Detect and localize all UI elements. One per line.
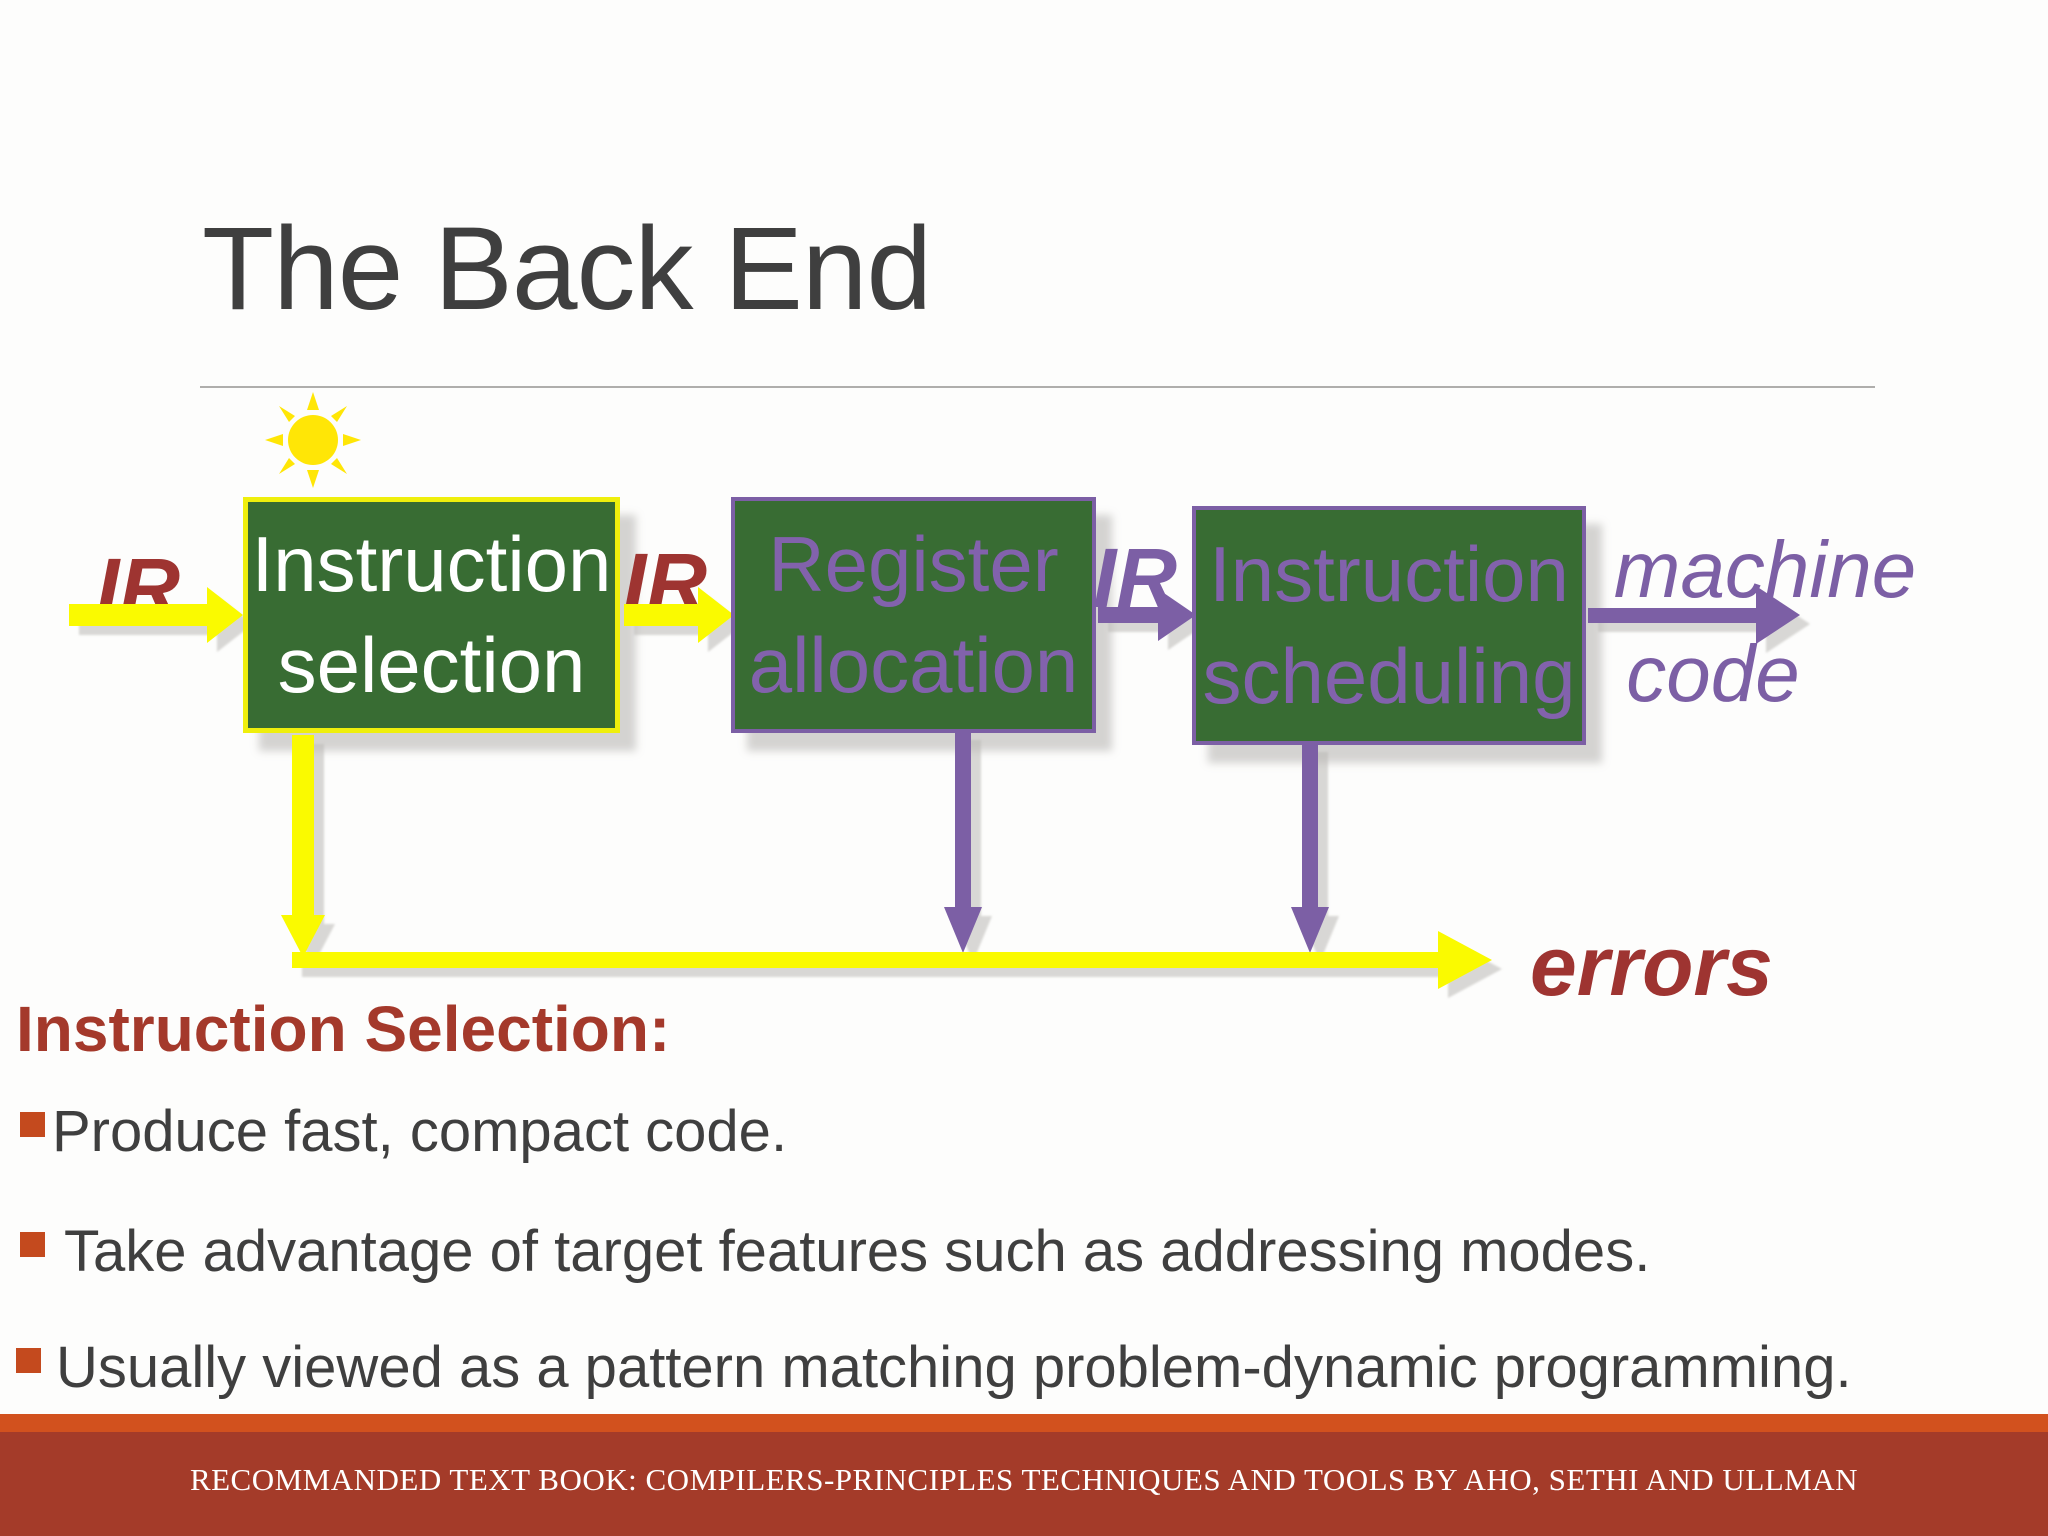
footer-accent-strip: [0, 1414, 2048, 1432]
bullet-square-icon: [20, 1112, 45, 1137]
box-instruction-selection-line2: selection: [277, 621, 586, 709]
box-instruction-selection: Instruction selection: [243, 497, 620, 733]
box-instruction-scheduling-line2: scheduling: [1202, 631, 1576, 720]
bullet-item-3: Usually viewed as a pattern matching pro…: [56, 1335, 1852, 1400]
footer-bar: [0, 1432, 2048, 1536]
bullet-square-icon: [20, 1232, 45, 1257]
footer-text: RECOMMANDED TEXT BOOK: COMPILERS-PRINCIP…: [189, 1462, 1859, 1497]
box-register-allocation: Register allocation: [731, 497, 1096, 733]
machine-code-label-line2: code: [1626, 629, 1800, 718]
section-heading: Instruction Selection:: [16, 993, 671, 1065]
page-title: The Back End: [202, 203, 932, 335]
bullet-square-icon: [16, 1348, 41, 1373]
bullet-item-2: Take advantage of target features such a…: [64, 1219, 1651, 1284]
box-register-allocation-line1: Register: [768, 519, 1059, 608]
sun-icon: [265, 392, 361, 488]
bullet-item-1: Produce fast, compact code.: [52, 1099, 788, 1164]
box-instruction-scheduling-line1: Instruction: [1209, 530, 1569, 619]
box-instruction-scheduling: Instruction scheduling: [1192, 506, 1586, 745]
box-instruction-selection-line1: Instruction: [251, 519, 612, 608]
errors-label: errors: [1530, 919, 1773, 1013]
box-register-allocation-line2: allocation: [748, 621, 1079, 709]
title-divider: [200, 386, 1875, 388]
machine-code-label-line1: machine: [1613, 525, 1917, 614]
